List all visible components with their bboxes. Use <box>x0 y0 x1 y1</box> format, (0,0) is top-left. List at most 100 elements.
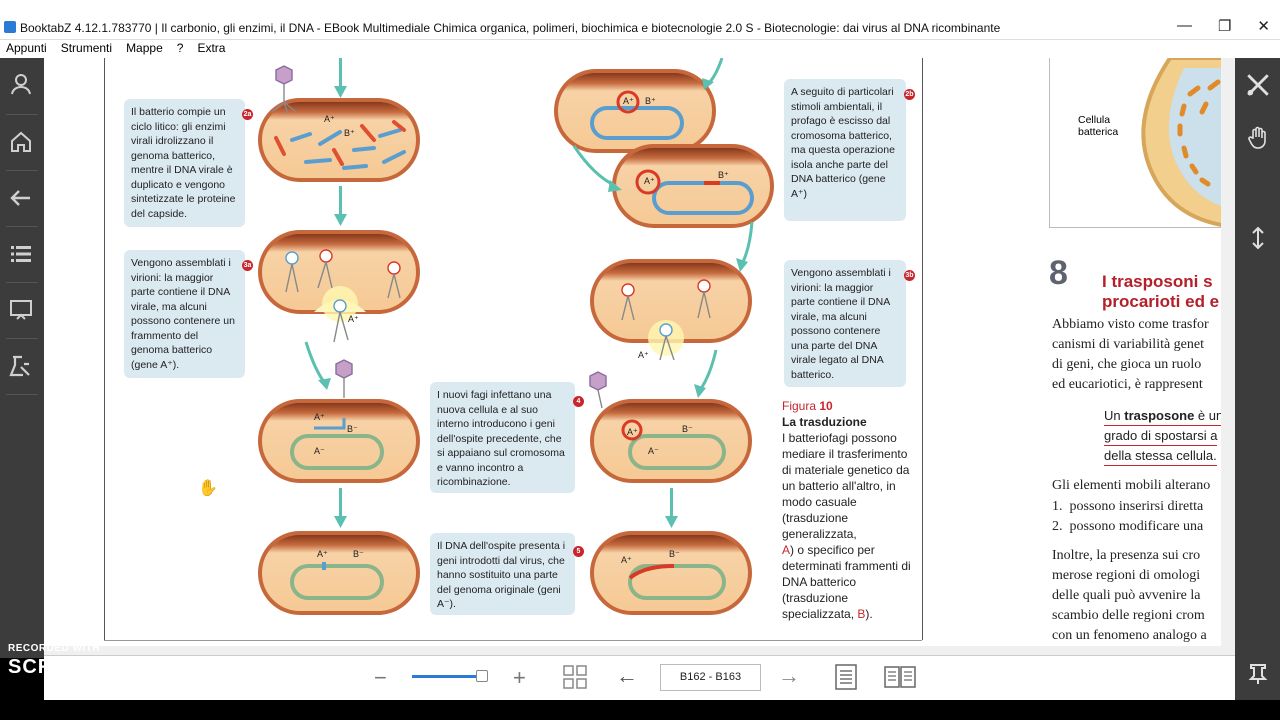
page-number-input[interactable]: B162 - B163 <box>660 664 761 691</box>
flow-arrows <box>304 58 754 528</box>
menu-appunti[interactable]: Appunti <box>6 41 47 55</box>
body-line: Inoltre, la presenza sui cro <box>1052 548 1201 563</box>
page-right-edge <box>922 58 923 640</box>
gene-label: A⁺ <box>314 412 325 422</box>
gene-label: A⁺ <box>348 314 359 324</box>
pin-icon[interactable] <box>1244 662 1272 690</box>
list-icon[interactable] <box>7 242 35 270</box>
caption-5: Il DNA dell'ospite presenta i geni intro… <box>430 533 575 615</box>
home-icon[interactable] <box>7 130 35 158</box>
cell-b4 <box>590 399 752 483</box>
cell-b3 <box>590 259 752 356</box>
cell-a4 <box>258 531 420 615</box>
zoom-out-button[interactable]: − <box>374 665 387 690</box>
figure-title: La trasduzione <box>782 415 867 429</box>
caption-4: I nuovi fagi infettano una nuova cellula… <box>430 382 575 493</box>
double-page-icon[interactable] <box>884 666 916 694</box>
sidebar-divider <box>6 226 38 227</box>
sidebar-divider <box>6 394 38 395</box>
figure-ref-b: B <box>857 607 866 621</box>
caption-3a: Vengono assemblati i virioni: la maggior… <box>124 250 245 378</box>
page-left-edge <box>104 58 105 640</box>
section-title: I trasposoni s procarioti ed e <box>1102 272 1219 312</box>
body-line: di geni, che gioca un ruolo <box>1052 357 1202 372</box>
hand-cursor-icon: ✋ <box>198 480 218 497</box>
gene-label: A⁺ <box>644 176 655 186</box>
definition-line: grado di spostarsi a <box>1104 428 1218 446</box>
caption-3b: Vengono assemblati i virioni: la maggior… <box>784 260 906 387</box>
list-number: 1. <box>1052 499 1063 514</box>
left-sidebar <box>0 58 44 658</box>
body-line: con un fenomeno analogo a <box>1052 628 1207 643</box>
section-title-line: I trasposoni s <box>1102 272 1213 291</box>
gene-label: B⁺ <box>718 170 729 180</box>
prev-page-button[interactable]: ← <box>616 663 638 688</box>
close-button[interactable]: ✕ <box>1257 18 1270 35</box>
cell-b1 <box>554 69 716 153</box>
transduction-illustration <box>258 58 774 615</box>
figure-caption: Figura 10 La trasduzione I batteriofagi … <box>782 398 912 622</box>
app-icon <box>4 21 16 33</box>
body-line: Abbiamo visto come trasfor <box>1052 317 1209 332</box>
figure-number-label: Figura <box>782 399 817 413</box>
caption-2b: A seguito di particolari stimoli ambient… <box>784 79 906 221</box>
back-arrow-icon[interactable] <box>7 186 35 214</box>
gene-label: B⁺ <box>344 128 355 138</box>
section-title-line: procarioti ed e <box>1102 292 1220 311</box>
page-bottom-edge <box>104 640 922 641</box>
def-text: è un <box>1194 408 1224 423</box>
list-item: 1. possono inserirsi diretta <box>1052 499 1203 515</box>
tools-icon[interactable] <box>1244 72 1272 100</box>
user-icon[interactable] <box>7 72 35 100</box>
list-text: possono inserirsi diretta <box>1069 499 1204 514</box>
maximize-button[interactable]: ❐ <box>1217 18 1232 35</box>
ebook-page[interactable]: A⁺ B⁺ A⁺ A⁺ B⁻ A⁻ A⁺ B⁻ A⁺ B⁺ A⁺ B⁺ A⁺ A… <box>44 58 1235 655</box>
cell-a1 <box>258 98 420 182</box>
expand-vertical-icon[interactable] <box>1244 226 1272 254</box>
gene-label: A⁺ <box>317 549 328 559</box>
list-item: 2. possono modificare una <box>1052 519 1203 535</box>
whiteboard-icon[interactable] <box>7 298 35 326</box>
hand-pan-icon[interactable] <box>1244 126 1272 154</box>
right-page: Cellula batterica 8 I trasposoni s proca… <box>1049 58 1235 646</box>
body-line: delle quali può avvenire la <box>1052 588 1201 603</box>
list-text: possono modificare una <box>1069 519 1204 534</box>
def-term: trasposone <box>1124 408 1195 423</box>
gene-label: A⁺ <box>324 114 335 124</box>
single-page-icon[interactable] <box>835 664 857 696</box>
figure-number: 10 <box>819 399 833 413</box>
sidebar-divider <box>6 170 38 171</box>
horizontal-scrollbar[interactable] <box>44 646 1235 655</box>
menu-help[interactable]: ? <box>176 41 184 55</box>
bacterial-cell-image: Cellula batterica <box>1049 58 1230 229</box>
gene-label: A⁺ <box>638 350 649 360</box>
recording-watermark: RECORDED WITH SCREENCAST MATIC <box>8 643 229 679</box>
list-number: 2. <box>1052 519 1063 534</box>
gene-label: A⁺ <box>627 427 638 437</box>
grid-view-icon[interactable] <box>563 665 587 695</box>
gene-label: B⁻ <box>353 549 364 559</box>
definition-line: della stessa cellula. <box>1104 448 1217 466</box>
step-badge-2a: 2a <box>242 109 253 120</box>
zoom-in-button[interactable]: + <box>513 665 526 690</box>
step-badge-4: 4 <box>573 396 584 407</box>
lab-icon[interactable] <box>7 354 35 382</box>
menu-mappe[interactable]: Mappe <box>126 41 163 55</box>
bacterial-cell-illustration <box>1141 58 1230 229</box>
def-text: Un <box>1104 408 1125 423</box>
menu-extra[interactable]: Extra <box>197 41 226 55</box>
figure-text: ) o specifico per determinati frammenti … <box>782 543 911 621</box>
body-line: merose regioni di omologi <box>1052 568 1201 583</box>
zoom-slider-handle[interactable] <box>475 670 488 682</box>
vertical-scrollbar[interactable] <box>1221 58 1235 646</box>
body-line: Gli elementi mobili alterano <box>1052 478 1211 493</box>
gene-label: B⁻ <box>669 549 680 559</box>
zoom-slider[interactable] <box>412 675 476 678</box>
minimize-button[interactable]: — <box>1176 17 1192 34</box>
step-badge-3b: 3b <box>904 270 915 281</box>
step-badge-2b: 2b <box>904 89 915 100</box>
menu-strumenti[interactable]: Strumenti <box>60 41 113 55</box>
figure-text: I batteriofagi possono mediare il trasfe… <box>782 431 910 541</box>
next-page-button[interactable]: → <box>778 663 800 688</box>
title-bar: BooktabZ 4.12.1.783770 | Il carbonio, gl… <box>0 0 1280 40</box>
